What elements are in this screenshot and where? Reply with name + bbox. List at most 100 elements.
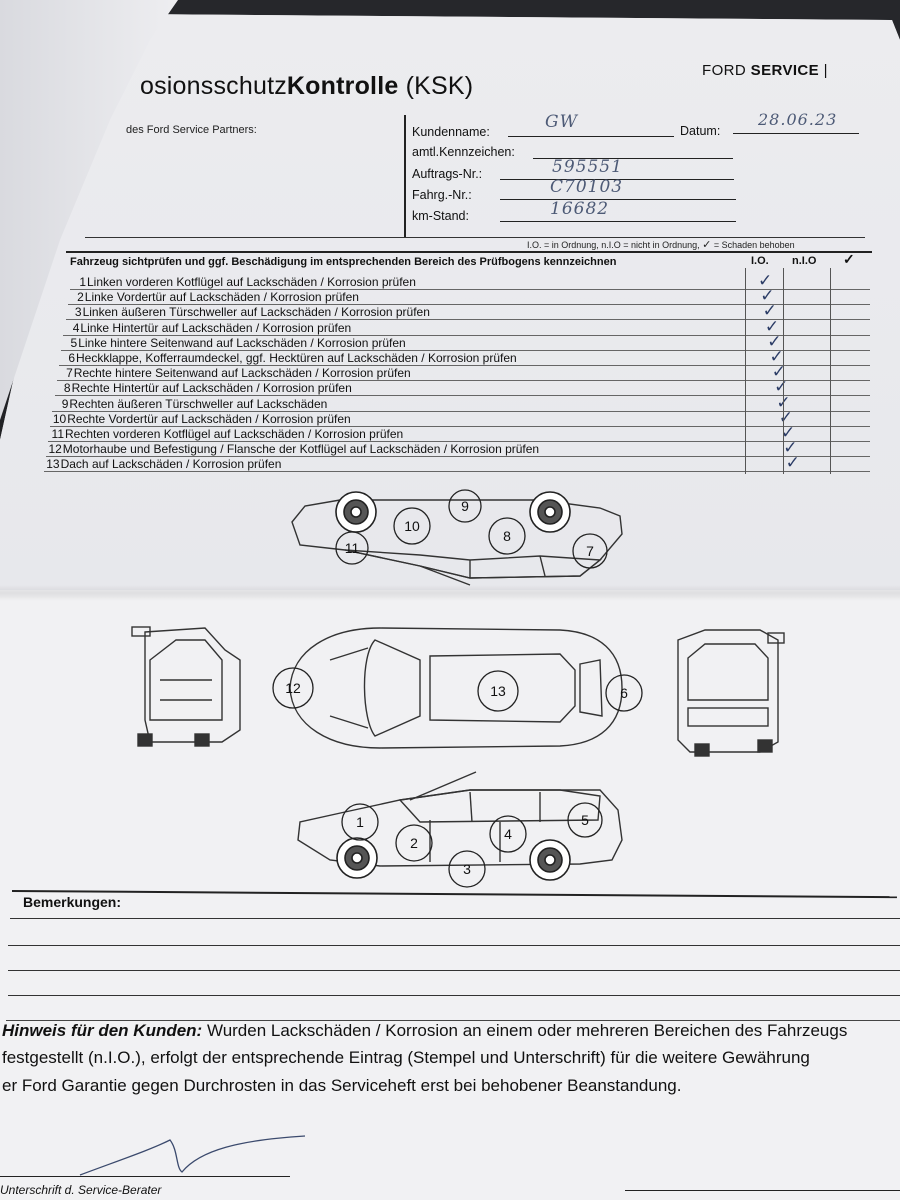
remarks-label: Bemerkungen: — [23, 894, 122, 910]
date-value: 28.06.23 — [758, 110, 838, 129]
table-top-rule — [66, 251, 872, 253]
zone-number: 8 — [503, 528, 511, 544]
row-rule — [50, 425, 870, 427]
vehicle-line — [500, 199, 736, 200]
zone-marker — [572, 533, 608, 569]
table-row: 10Rechte Vordertür auf Lackschäden / Kor… — [52, 412, 351, 426]
zone-number: 1 — [356, 814, 364, 830]
remarks-line — [6, 1020, 900, 1021]
check-mark: ✓ — [785, 453, 800, 474]
row-rule — [59, 365, 870, 366]
row-number: 7 — [66, 366, 73, 381]
table-row: 11Rechten vorderen Kotflügel auf Lacksch… — [50, 427, 404, 441]
row-text: Heckklappe, Kofferraumdeckel, ggf. Heckt… — [76, 351, 517, 365]
car-rear-view — [677, 629, 785, 757]
row-rule — [48, 441, 870, 442]
row-rule — [67, 304, 870, 306]
zone-number: 6 — [620, 685, 628, 701]
row-number: 3 — [74, 305, 82, 320]
vehicle-label: Fahrg.-Nr.: — [412, 188, 472, 202]
check-mark: ✓ — [758, 271, 773, 291]
plate-line — [533, 158, 733, 159]
customer-hint-line-1: Hinweis für den Kunden: Wurden Lackschäd… — [2, 1021, 848, 1040]
row-number: 4 — [72, 320, 80, 335]
checklist-heading: Fahrzeug sichtprüfen und ggf. Beschädigu… — [70, 256, 617, 268]
row-rule — [56, 380, 870, 382]
zone-number: 5 — [581, 812, 589, 828]
car-wheel — [336, 837, 571, 881]
paper-fold — [0, 585, 900, 601]
form-title: osionsschutzKontrolle (KSK) — [140, 72, 474, 100]
signature-label: Unterschrift d. Service-Berater — [0, 1183, 162, 1197]
zone-number: 12 — [285, 680, 301, 696]
car-top-view — [289, 627, 623, 749]
row-rule — [61, 349, 870, 351]
date-label: Datum: — [680, 124, 721, 138]
customer-hint-line-2: festgestellt (n.I.O.), erfolgt der entsp… — [2, 1048, 810, 1067]
date-line — [733, 133, 859, 134]
header-divider — [404, 115, 406, 237]
table-row: 7Rechte hintere Seitenwand auf Lackschäd… — [59, 366, 411, 380]
zone-number: 13 — [490, 683, 506, 699]
table-row: 3Linken äußeren Türschweller auf Lacksch… — [68, 305, 430, 319]
zone-marker — [605, 674, 643, 712]
table-row: 2Linke Vordertür auf Lackschäden / Korro… — [70, 290, 359, 304]
row-rule — [45, 456, 870, 458]
row-number: 10 — [52, 411, 67, 426]
zone-number: 7 — [586, 543, 594, 559]
table-row: 4Linke Hintertür auf Lackschäden / Korro… — [65, 320, 352, 335]
ford-service-logo: FORD SERVICE | — [702, 62, 828, 79]
zone-marker — [489, 815, 527, 853]
customer-value: GW — [545, 112, 579, 132]
zone-marker — [567, 802, 603, 838]
row-number: 5 — [70, 335, 78, 350]
row-rule — [52, 410, 870, 412]
row-text: Linken äußeren Türschweller auf Lackschä… — [82, 305, 430, 320]
row-text: Linke hintere Seitenwand auf Lackschäden… — [78, 335, 406, 350]
customer-hint-line-3: er Ford Garantie gegen Durchrosten in da… — [2, 1076, 682, 1095]
km-label: km-Stand: — [412, 209, 469, 223]
check-mark: ✓ — [771, 362, 787, 383]
row-number: 1 — [79, 275, 86, 289]
km-value: 16682 — [550, 199, 610, 219]
zone-marker — [448, 850, 486, 888]
column-rule — [830, 268, 831, 474]
remarks-line — [8, 945, 900, 946]
row-text: Motorhaube und Befestigung / Flansche de… — [62, 442, 540, 457]
zone-number: 2 — [410, 835, 418, 851]
row-rule — [65, 319, 870, 321]
zone-number: 10 — [404, 518, 420, 534]
row-number: 9 — [61, 396, 69, 411]
signature-line — [0, 1176, 290, 1177]
zone-marker — [393, 507, 431, 545]
zone-marker — [448, 489, 482, 523]
partner-label: des Ford Service Partners: — [126, 124, 257, 136]
zone-number: 9 — [461, 498, 469, 514]
customer-label: Kundenname: — [412, 125, 490, 139]
column-rule — [783, 268, 784, 474]
check-mark: ✓ — [767, 331, 782, 352]
customer-line — [508, 136, 674, 137]
form-upper-half — [0, 14, 900, 590]
check-mark: ✓ — [764, 316, 780, 337]
row-text: Dach auf Lackschäden / Korrosion prüfen — [60, 457, 282, 472]
km-line — [500, 221, 736, 222]
column-rule — [745, 268, 746, 474]
row-text: Rechten äußeren Türschweller auf Lacksch… — [69, 396, 328, 411]
row-number: 11 — [51, 427, 64, 441]
row-rule — [54, 395, 870, 397]
status-legend: I.O. = in Ordnung, n.I.O = nicht in Ordn… — [527, 239, 795, 251]
row-text: Linke Hintertür auf Lackschäden / Korros… — [80, 320, 352, 335]
table-row: 13Dach auf Lackschäden / Korrosion prüfe… — [46, 457, 282, 472]
order-label: Auftrags-Nr.: — [412, 167, 483, 181]
row-text: Linke Vordertür auf Lackschäden / Korros… — [84, 290, 359, 305]
row-number: 13 — [46, 457, 60, 472]
row-number: 6 — [68, 351, 75, 365]
remarks-line — [8, 970, 900, 971]
zone-marker — [477, 670, 519, 712]
remarks-line — [8, 995, 900, 996]
remarks-line — [10, 918, 900, 919]
table-row: 1Linken vorderen Kotflügel auf Lackschäd… — [72, 275, 416, 289]
plate-label: amtl.Kennzeichen: — [412, 145, 515, 159]
car-front-view — [131, 626, 241, 747]
